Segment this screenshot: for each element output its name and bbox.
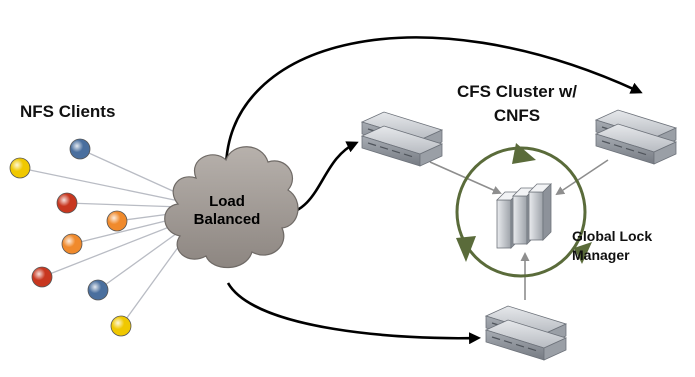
cluster-title-line-1: CFS Cluster w/ [457, 82, 577, 101]
client-node [56, 192, 78, 214]
client-node [69, 138, 91, 160]
client-node [31, 266, 53, 288]
client-nodes [9, 138, 132, 337]
arrow-to-top-right-server [224, 36, 643, 169]
client-node [61, 233, 83, 255]
load-balancer-label: Load Balanced [172, 193, 282, 229]
client-spoke [19, 167, 197, 206]
lock-ring [455, 143, 592, 278]
sync-arrow-left [429, 161, 502, 195]
load-balancer-line-2: Balanced [193, 211, 261, 228]
lock-manager-label: Global Lock Manager [572, 227, 690, 265]
sync-arrow-right [555, 159, 609, 196]
lock-manager-servers [496, 183, 552, 249]
lock-manager-line-1: Global Lock [572, 228, 653, 244]
load-balancer-cloud [164, 146, 299, 269]
ring-arrowhead-top [512, 143, 536, 164]
clients-title: NFS Clients [20, 102, 116, 121]
load-balancer-line-1: Load [209, 193, 245, 210]
server-bottom [484, 305, 568, 361]
ring-arrowhead-left [456, 236, 476, 262]
client-connections [19, 148, 197, 327]
lock-manager-line-2: Manager [572, 247, 630, 263]
server-left [360, 111, 444, 167]
cluster-title: CFS Cluster w/ CNFS [432, 80, 602, 128]
client-node [9, 157, 31, 179]
arrow-to-bottom-server [226, 282, 481, 345]
ring-arrowhead-right [574, 242, 592, 264]
client-node [110, 315, 132, 337]
client-node [87, 279, 109, 301]
client-node [106, 210, 128, 232]
server-top-right [594, 109, 678, 165]
cluster-title-line-2: CNFS [493, 106, 541, 125]
cluster-servers [360, 109, 678, 361]
